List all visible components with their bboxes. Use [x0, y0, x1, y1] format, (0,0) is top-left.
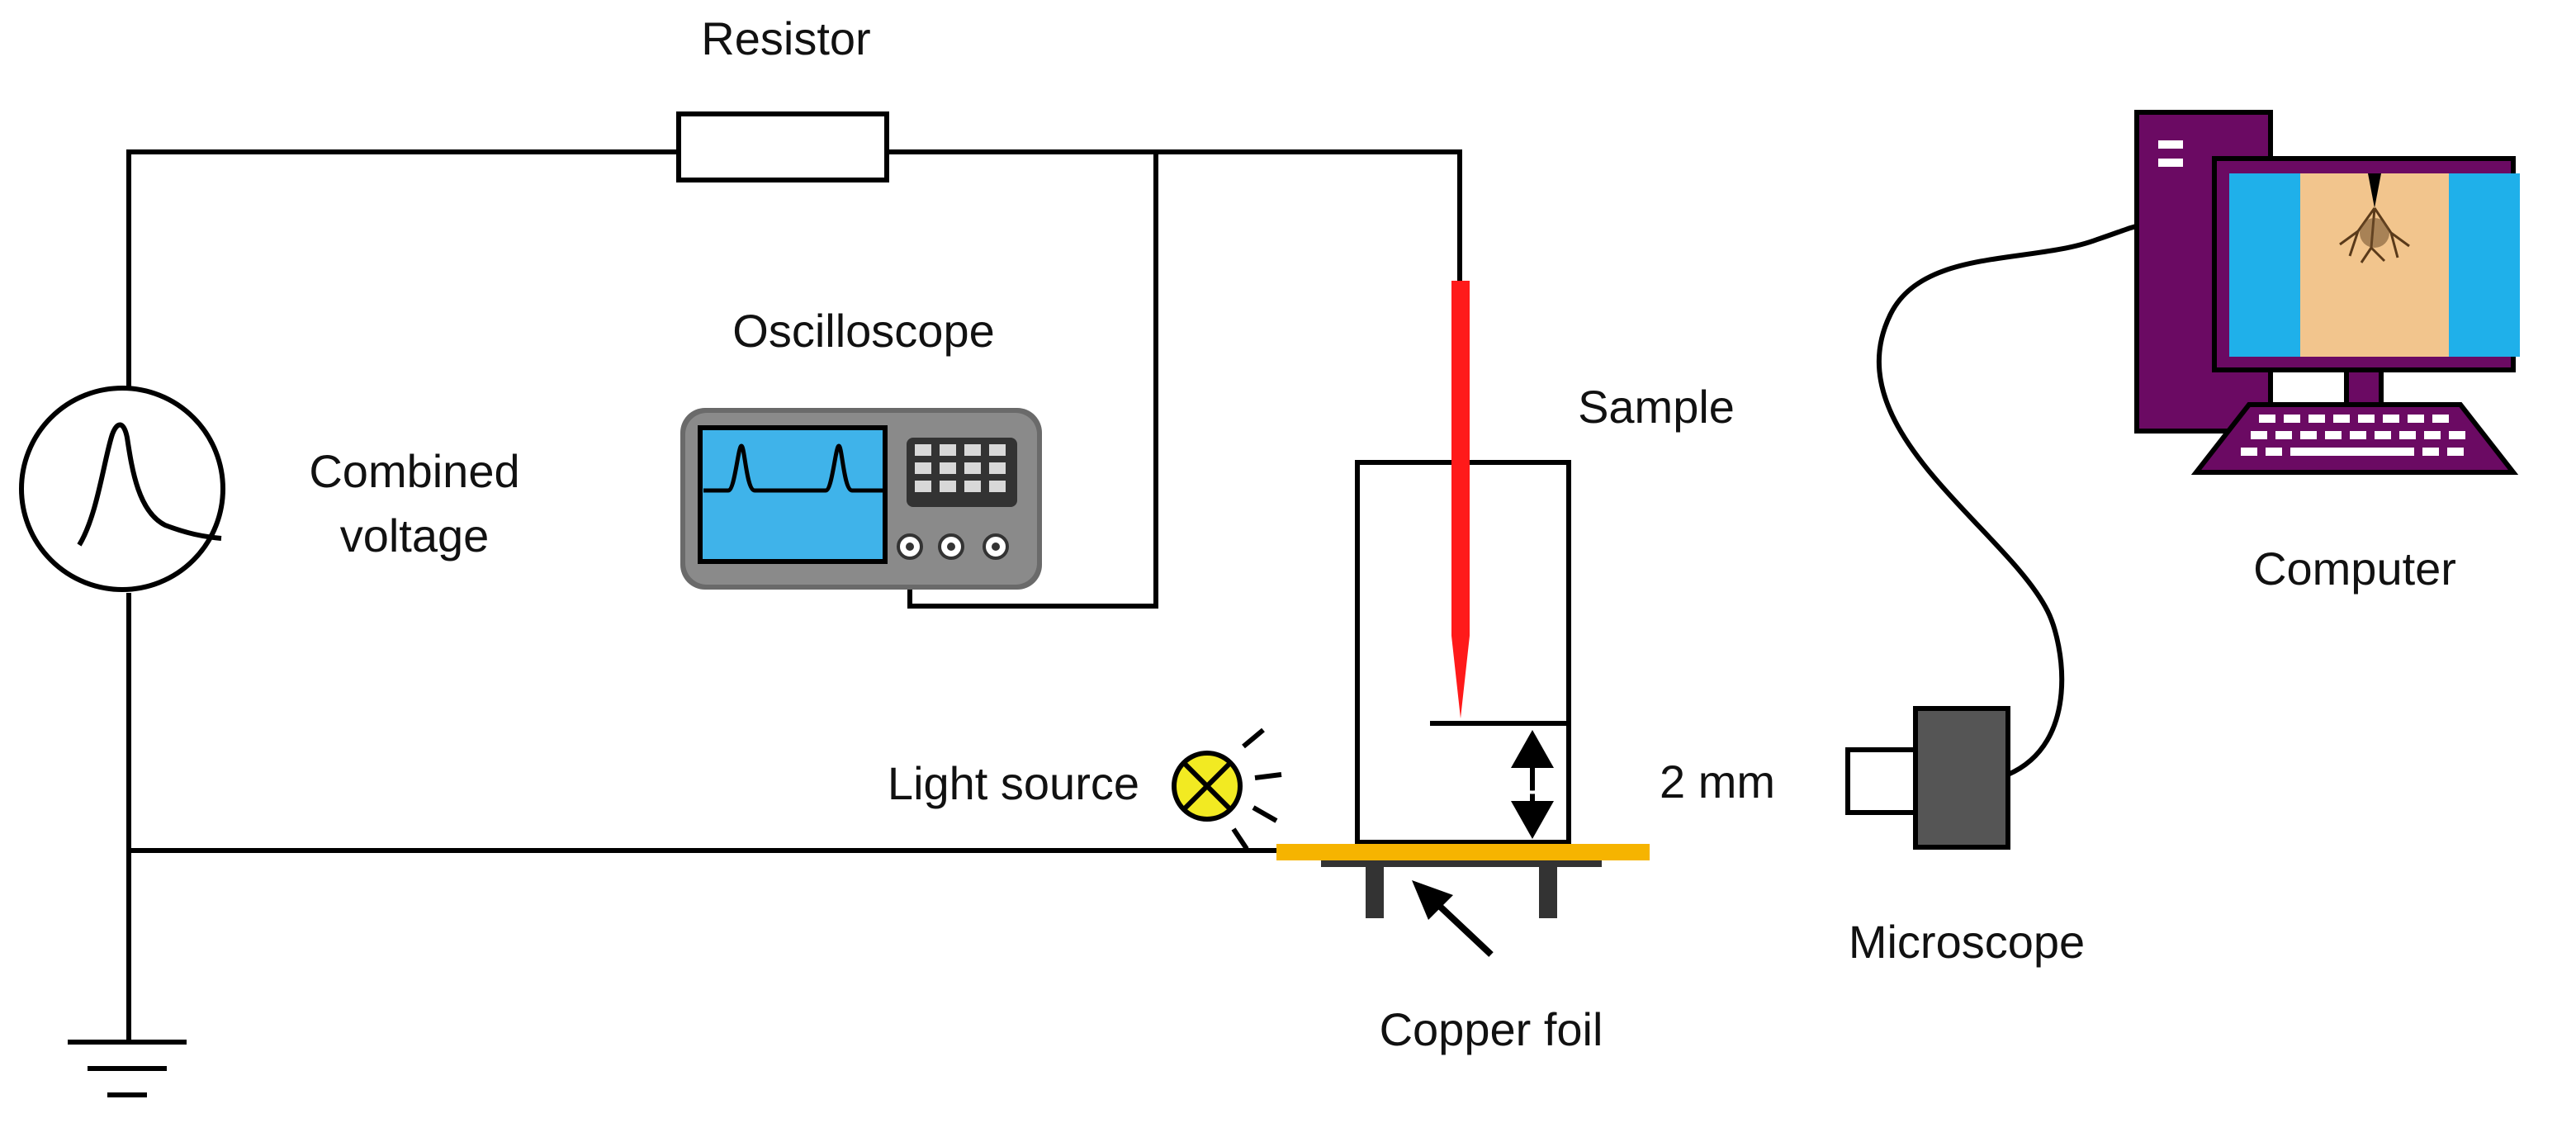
arrow-icon [1412, 880, 1494, 957]
copper-foil-label: Copper foil [1380, 1003, 1603, 1055]
treeing-image [2339, 173, 2410, 263]
combined-voltage-label-line1: Combined [309, 445, 519, 497]
wire-top-right [887, 149, 1462, 281]
sample-label: Sample [1578, 381, 1735, 433]
keyboard-keys [2241, 415, 2465, 456]
oscilloscope-ports [897, 533, 1009, 560]
pulse-source-icon [19, 386, 225, 592]
resistor-icon [676, 111, 889, 182]
data-cable [1876, 222, 2144, 777]
computer-icon [2134, 110, 2520, 475]
gap-arrow-icon [1511, 730, 1554, 839]
microscope-label: Microscope [1849, 916, 2085, 968]
copper-foil [1276, 844, 1650, 918]
ground-icon [68, 1040, 187, 1097]
light-source-label: Light source [888, 757, 1139, 809]
oscilloscope-icon [680, 408, 1042, 590]
combined-voltage-label-line2: voltage [340, 509, 490, 562]
computer-label: Computer [2253, 543, 2456, 595]
lamp-icon [1172, 727, 1282, 851]
circuit-wires [126, 149, 1462, 1042]
oscilloscope-keypad [907, 438, 1017, 507]
gap-label: 2 mm [1660, 756, 1775, 808]
resistor-label: Resistor [701, 12, 870, 64]
camera-icon [1845, 706, 2010, 850]
oscilloscope-label: Oscilloscope [732, 305, 994, 357]
wire-top-left [126, 149, 679, 396]
needle-electrode [1451, 281, 1470, 718]
